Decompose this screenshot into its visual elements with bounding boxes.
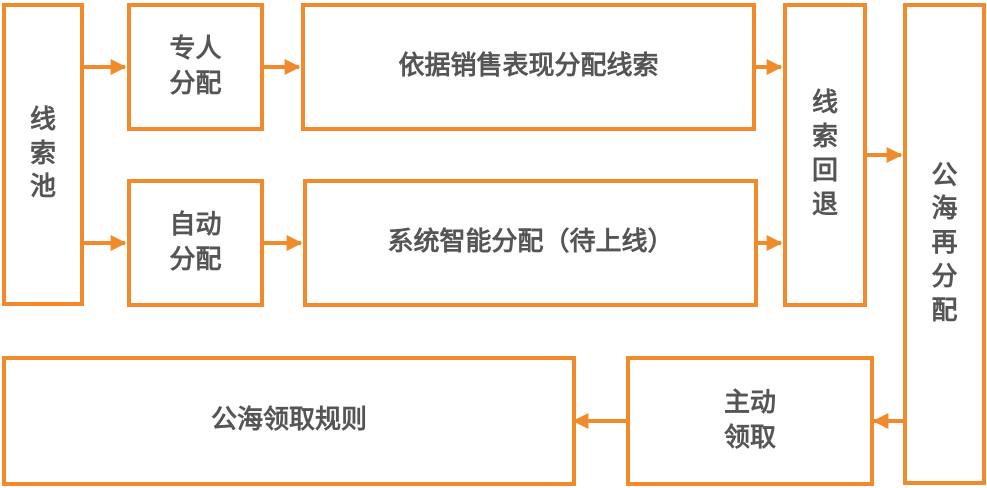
vertical-char: 回: [811, 156, 838, 186]
node-sea-claim-rules-label: 公海领取规则: [210, 405, 367, 436]
vertical-char: 线: [811, 88, 838, 119]
node-auto-assign: 自动分配: [127, 179, 264, 307]
node-active-claim-label: 主动领取: [723, 387, 776, 453]
node-sea-claim-rules: 公海领取规则: [2, 356, 576, 486]
node-smart-assign: 系统智能分配（待上线）: [303, 179, 758, 307]
vertical-char: 索: [811, 122, 838, 153]
vertical-char: 分: [931, 261, 958, 292]
vertical-char: 海: [931, 194, 958, 225]
node-active-claim: 主动领取: [626, 356, 874, 486]
node-lead-returned-label: 线索回退: [812, 87, 838, 222]
node-smart-assign-label: 系统智能分配（待上线）: [387, 227, 674, 258]
node-lead-pool-label: 线索池: [30, 104, 56, 205]
node-dedicated-assign: 专人分配: [127, 3, 264, 131]
vertical-char: 索: [29, 138, 56, 169]
node-lead-returned: 线索回退: [783, 3, 867, 307]
vertical-char: 退: [811, 189, 838, 220]
node-lead-pool: 线索池: [2, 3, 84, 306]
vertical-char: 配: [931, 295, 958, 326]
node-assign-by-sales: 依据销售表现分配线索: [301, 3, 756, 131]
vertical-char: 再: [931, 228, 958, 259]
node-dedicated-assign-label: 专人分配: [169, 33, 222, 99]
node-assign-by-sales-label: 依据销售表现分配线索: [398, 51, 659, 82]
vertical-char: 线: [29, 104, 56, 135]
vertical-char: 池: [29, 172, 56, 203]
vertical-char: 公: [931, 160, 958, 191]
node-sea-reallocation: 公海再分配: [903, 3, 986, 485]
node-sea-reallocation-label: 公海再分配: [931, 160, 957, 329]
node-auto-assign-label: 自动分配: [169, 209, 222, 275]
